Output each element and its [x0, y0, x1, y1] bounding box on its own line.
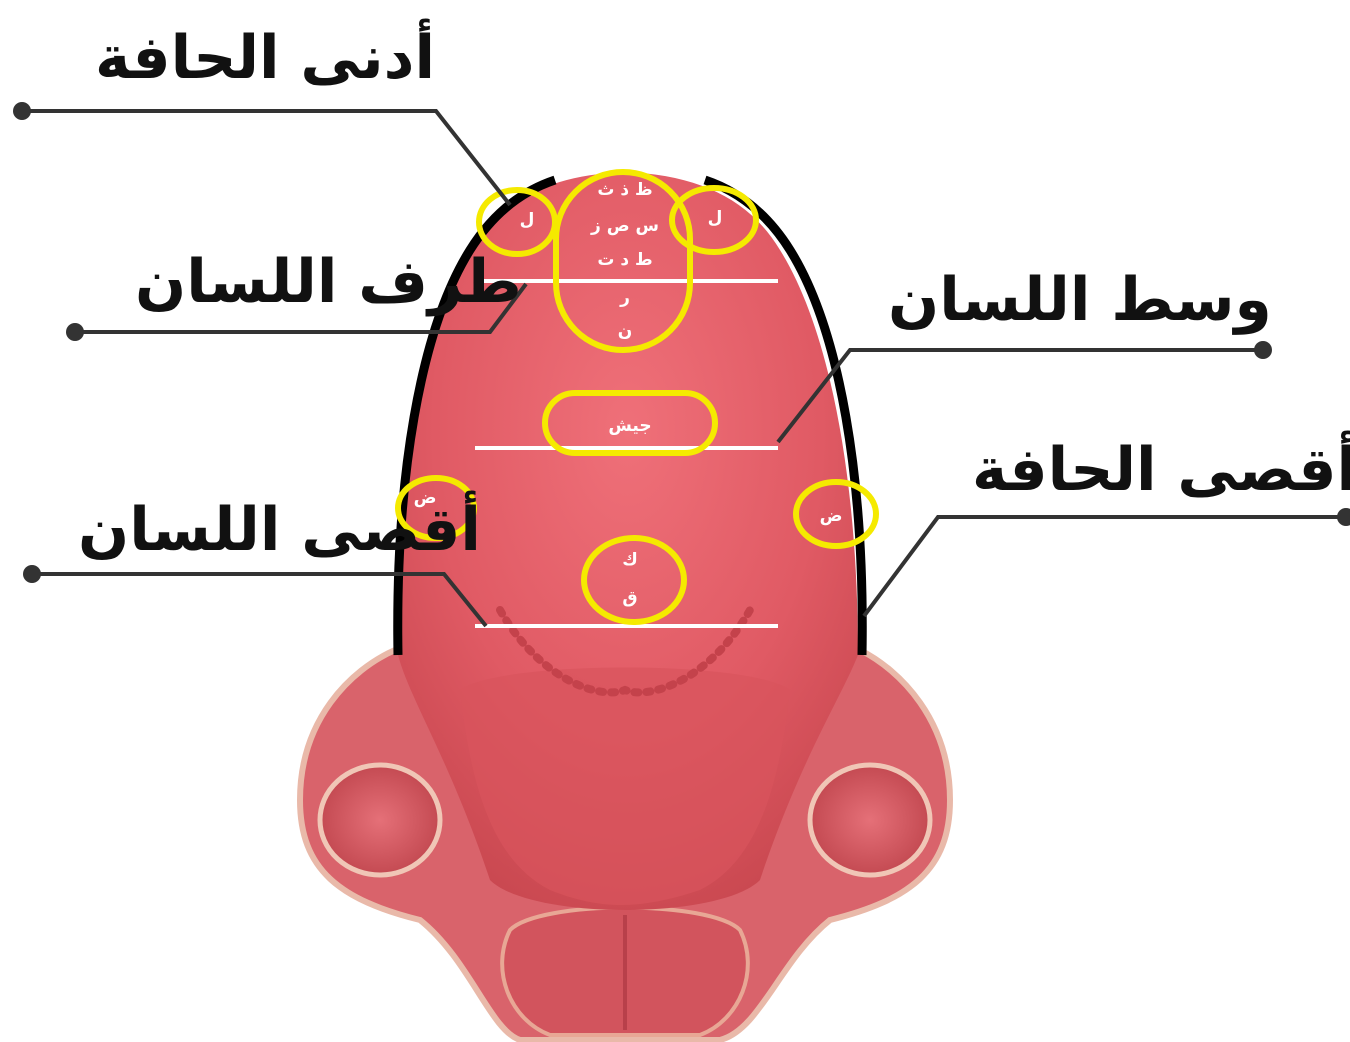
label-tongue-back: أقصى اللسان [78, 500, 481, 560]
label-tongue-tip: طرف اللسان [135, 252, 522, 312]
label-far-edge: أقصى الحافة [972, 440, 1350, 500]
right-tonsil [810, 765, 930, 875]
letter-lam-right: ل [700, 210, 730, 227]
pointer-dot-lower-edge [13, 102, 31, 120]
label-lower-edge: أدنى الحافة [95, 28, 435, 88]
pointer-line-lower-edge [22, 111, 510, 205]
letter-tip-row2: س ص ز [570, 218, 680, 235]
letter-back-row2: ق [610, 590, 650, 607]
letter-lam-left: ل [512, 212, 542, 229]
letter-tip-row1: ظ ذ ث [570, 182, 680, 199]
letter-back-row1: ك [610, 552, 650, 569]
pointer-line-far-edge [864, 517, 1350, 616]
pointer-dot-tongue-middle [1254, 341, 1272, 359]
pointer-dot-tongue-back [23, 565, 41, 583]
letter-dad-right: ض [816, 508, 846, 525]
pointer-dot-far-edge [1337, 508, 1350, 526]
pointer-dot-tongue-tip [66, 323, 84, 341]
letter-tip-row5: ن [570, 323, 680, 340]
letter-tip-row4: ر [570, 290, 680, 307]
label-tongue-middle: وسط اللسان [888, 270, 1272, 330]
letter-dad-left: ض [410, 490, 440, 507]
letter-tip-row3: ط د ت [570, 252, 680, 269]
left-tonsil [320, 765, 440, 875]
letter-middle: جيش [570, 418, 690, 435]
